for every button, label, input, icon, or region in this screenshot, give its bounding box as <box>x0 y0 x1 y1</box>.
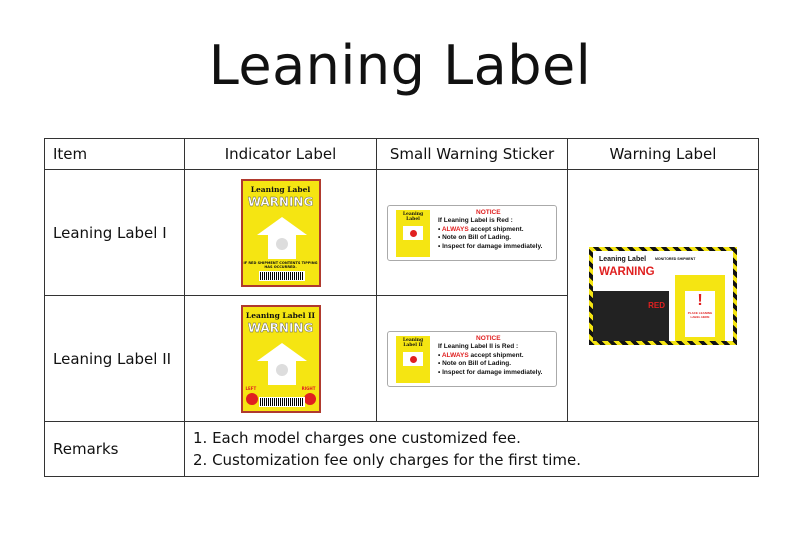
sticker-line: • Note on Bill of Lading. <box>438 360 512 367</box>
header-warning-label: Warning Label <box>567 138 759 170</box>
house-icon <box>403 225 423 240</box>
item-name: Leaning Label I <box>44 169 185 296</box>
sticker-line: • Inspect for damage immediately. <box>438 368 543 376</box>
house-icon <box>403 351 423 366</box>
table-row: Leaning Label II Leaning Label II WARNIN… <box>44 295 759 422</box>
remarks-label: Remarks <box>44 421 185 477</box>
product-table: Item Indicator Label Small Warning Stick… <box>44 138 759 477</box>
sticker-title: Leaning Label II <box>402 337 424 348</box>
wl-warning: WARNING <box>599 265 655 278</box>
right-label: RIGHT <box>301 385 316 391</box>
indicator-cell: Leaning Label WARNING IF RED SHIPMENT CO… <box>184 169 377 296</box>
warning-label-image: Leaning Label WARNING MONITORED SHIPMENT… <box>589 246 737 345</box>
notice: NOTICE <box>476 334 501 342</box>
indicator-label-1-image: Leaning Label WARNING IF RED SHIPMENT CO… <box>240 178 321 287</box>
house-icon: !PLACE LEANING LABEL HERE <box>675 274 725 341</box>
small-warning-sticker-2-image: Leaning Label II NOTICE If Leaning Label… <box>387 330 557 387</box>
sticker-line: • ALWAYS accept shipment. <box>438 351 524 359</box>
label-title: Leaning Label <box>250 184 311 194</box>
table-row: Leaning Label I Leaning Label WARNING IF… <box>44 169 759 422</box>
label-title: Leaning Label II <box>245 310 316 320</box>
header-small-warning-sticker: Small Warning Sticker <box>376 138 568 170</box>
up-arrow-icon <box>256 342 307 387</box>
remark-item: 1. Each model charges one customized fee… <box>193 429 521 447</box>
wl-monitored: MONITORED SHIPMENT <box>655 256 696 261</box>
label-note: IF RED SHIPMENT CONTENTS TIPPING HAS OCC… <box>243 260 318 269</box>
indicator-label-2-image: Leaning Label II WARNING LEFT RIGHT <box>240 304 321 413</box>
sticker-line: • Inspect for damage immediately. <box>438 242 543 250</box>
label-warning: WARNING <box>247 320 314 335</box>
sticker-line: • ALWAYS accept shipment. <box>438 225 524 233</box>
sticker-cell: Leaning Label II NOTICE If Leaning Label… <box>376 295 568 422</box>
wl-title: Leaning Label <box>599 255 647 263</box>
sticker-cell: Leaning Label NOTICE If Leaning Label is… <box>376 169 568 296</box>
wl-instructions: RED <box>593 290 669 341</box>
item-name: Leaning Label II <box>44 295 185 422</box>
sticker-line: • Note on Bill of Lading. <box>438 234 512 241</box>
small-warning-sticker-1-image: Leaning Label NOTICE If Leaning Label is… <box>387 204 557 261</box>
page-title: Leaning Label <box>208 34 592 97</box>
label-warning: WARNING <box>247 194 314 209</box>
barcode-icon <box>258 270 305 281</box>
left-label: LEFT <box>245 385 257 391</box>
header-item: Item <box>44 138 185 170</box>
warning-label-cell: Leaning Label WARNING MONITORED SHIPMENT… <box>567 169 759 422</box>
sticker-line: If Leaning Label is Red : <box>438 217 513 224</box>
right-dot-icon <box>303 392 316 405</box>
barcode-icon <box>258 396 305 407</box>
remarks-row: Remarks 1. Each model charges one custom… <box>44 421 759 477</box>
notice: NOTICE <box>476 208 501 216</box>
remark-item: 2. Customization fee only charges for th… <box>193 451 581 469</box>
left-dot-icon <box>245 392 258 405</box>
header-indicator-label: Indicator Label <box>184 138 377 170</box>
remarks-text: 1. Each model charges one customized fee… <box>184 421 759 477</box>
sticker-line: If Leaning Label II is Red : <box>438 343 519 350</box>
sticker-title: Leaning Label <box>402 211 424 222</box>
up-arrow-icon <box>256 216 307 261</box>
table-header-row: Item Indicator Label Small Warning Stick… <box>44 138 759 170</box>
indicator-cell: Leaning Label II WARNING LEFT RIGHT <box>184 295 377 422</box>
